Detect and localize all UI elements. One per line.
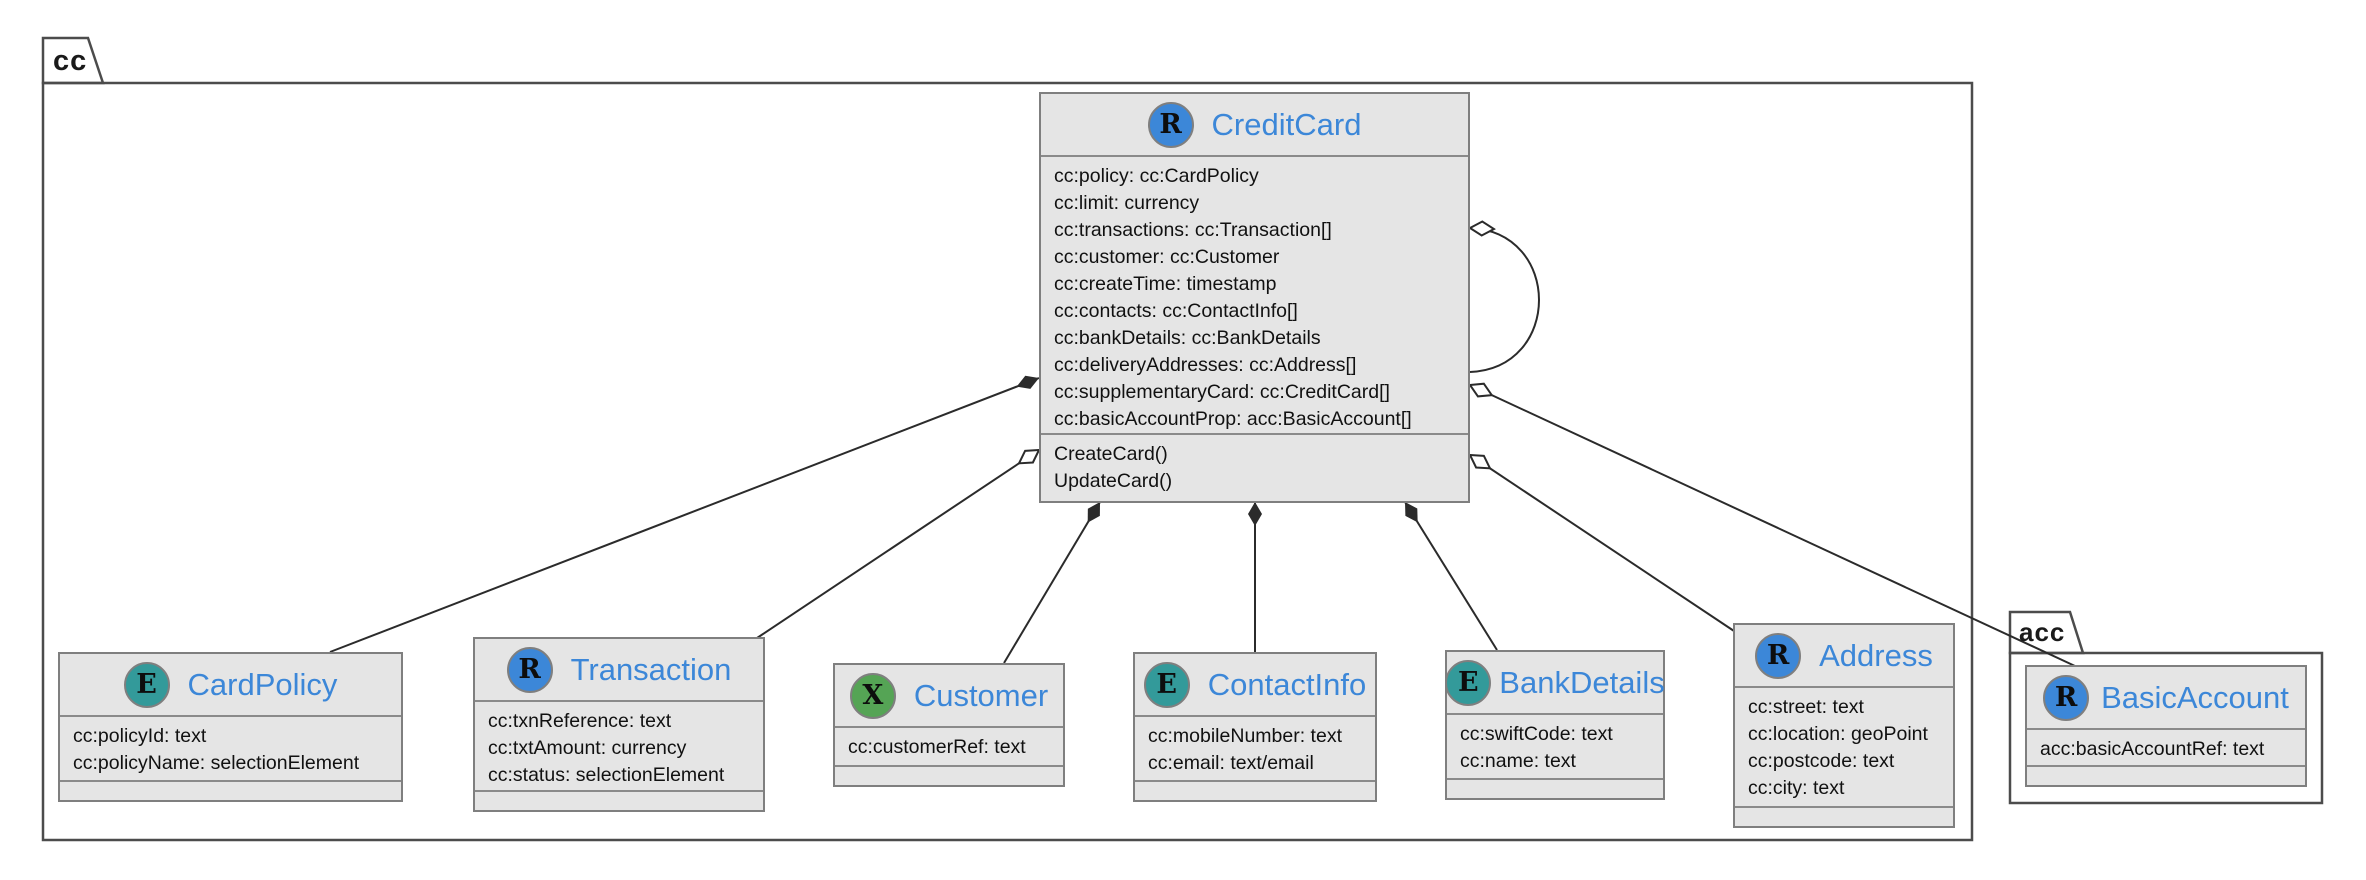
attribute: cc:email: text/email	[1148, 752, 1314, 774]
class-name: CreditCard	[1211, 106, 1362, 142]
class-creditcard-title: R CreditCard	[1041, 94, 1468, 155]
empty-methods-section	[1735, 806, 1953, 826]
stereotype-r-icon: R	[1147, 101, 1194, 148]
edge-creditcard-self-loop[interactable]	[1470, 228, 1540, 373]
attribute: cc:policyId: text	[73, 725, 207, 747]
class-name: BasicAccount	[2101, 679, 2289, 715]
package-acc-label: acc	[2019, 617, 2066, 647]
method: CreateCard()	[1054, 443, 1168, 465]
empty-methods-section	[60, 780, 401, 800]
class-basicaccount-title: R BasicAccount	[2027, 667, 2305, 728]
stereotype-e-icon: E	[1445, 659, 1492, 706]
attribute: cc:limit: currency	[1054, 192, 1200, 214]
class-bankdetails[interactable]: E BankDetails cc:swiftCode: text cc:name…	[1445, 650, 1665, 800]
attribute: cc:bankDetails: cc:BankDetails	[1054, 327, 1321, 349]
method-list: CreateCard() UpdateCard()	[1041, 433, 1468, 505]
class-name: Transaction	[570, 651, 732, 687]
edge-creditcard-bankdetails[interactable]	[1404, 501, 1498, 651]
class-bankdetails-title: E BankDetails	[1445, 652, 1665, 713]
attribute-list: acc:basicAccountRef: text	[2027, 728, 2305, 765]
attribute: cc:contacts: cc:ContactInfo[]	[1054, 300, 1298, 322]
attribute: cc:postcode: text	[1748, 750, 1895, 772]
class-name: CardPolicy	[187, 666, 338, 702]
stereotype-r-icon: R	[506, 646, 553, 693]
edge-creditcard-cardpolicy[interactable]	[329, 375, 1040, 653]
attribute: cc:swiftCode: text	[1460, 723, 1613, 745]
package-cc-label: cc	[53, 45, 88, 77]
class-name: Customer	[913, 677, 1049, 713]
attribute: cc:deliveryAddresses: cc:Address[]	[1054, 354, 1357, 376]
attribute: cc:street: text	[1748, 696, 1864, 718]
edge-creditcard-basicaccount[interactable]	[1470, 385, 2076, 667]
class-name: ContactInfo	[1207, 666, 1367, 702]
package-cc-body	[41, 81, 1974, 842]
attribute: acc:basicAccountRef: text	[2040, 738, 2265, 760]
attribute-list: cc:customerRef: text	[835, 726, 1063, 765]
attribute: cc:customer: cc:Customer	[1054, 246, 1280, 268]
method: UpdateCard()	[1054, 470, 1173, 492]
edge-creditcard-customer[interactable]	[1003, 501, 1101, 664]
class-address-title: R Address	[1735, 625, 1953, 686]
stereotype-r-icon: R	[1755, 632, 1802, 679]
attribute: cc:name: text	[1460, 750, 1576, 772]
attribute-list: cc:policyId: text cc:policyName: selecti…	[60, 715, 401, 780]
class-contactinfo-title: E ContactInfo	[1135, 654, 1375, 715]
class-address[interactable]: R Address cc:street: text cc:location: g…	[1733, 623, 1955, 828]
stereotype-r-icon: R	[2043, 674, 2090, 721]
class-cardpolicy[interactable]: E CardPolicy cc:policyId: text cc:policy…	[58, 652, 403, 802]
class-basicaccount[interactable]: R BasicAccount acc:basicAccountRef: text	[2025, 665, 2307, 787]
class-name: Address	[1819, 637, 1933, 673]
attribute: cc:createTime: timestamp	[1054, 273, 1277, 295]
attribute-list: cc:swiftCode: text cc:name: text	[1447, 713, 1663, 778]
attribute: cc:supplementaryCard: cc:CreditCard[]	[1054, 381, 1390, 403]
stereotype-e-icon: E	[1143, 661, 1190, 708]
empty-methods-section	[835, 765, 1063, 785]
attribute: cc:basicAccountProp: acc:BasicAccount[]	[1054, 408, 1412, 430]
class-name: BankDetails	[1499, 664, 1665, 700]
class-transaction-title: R Transaction	[475, 639, 763, 700]
attribute: cc:location: geoPoint	[1748, 723, 1928, 745]
attribute: cc:txtAmount: currency	[488, 737, 687, 759]
attribute: cc:customerRef: text	[848, 736, 1026, 758]
attribute-list: cc:policy: cc:CardPolicy cc:limit: curre…	[1041, 155, 1468, 433]
class-customer[interactable]: X Customer cc:customerRef: text	[833, 663, 1065, 787]
attribute-list: cc:mobileNumber: text cc:email: text/ema…	[1135, 715, 1375, 780]
class-creditcard[interactable]: R CreditCard cc:policy: cc:CardPolicy cc…	[1039, 92, 1470, 503]
attribute-list: cc:street: text cc:location: geoPoint cc…	[1735, 686, 1953, 806]
empty-methods-section	[2027, 765, 2305, 785]
empty-methods-section	[1447, 778, 1663, 798]
edge-creditcard-transaction[interactable]	[756, 450, 1039, 639]
attribute: cc:policyName: selectionElement	[73, 752, 360, 774]
class-customer-title: X Customer	[835, 665, 1063, 726]
attribute: cc:city: text	[1748, 777, 1845, 799]
attribute: cc:mobileNumber: text	[1148, 725, 1342, 747]
stereotype-x-icon: X	[849, 672, 896, 719]
stereotype-e-icon: E	[123, 661, 170, 708]
attribute: cc:status: selectionElement	[488, 764, 725, 786]
attribute-list: cc:txnReference: text cc:txtAmount: curr…	[475, 700, 763, 790]
edge-creditcard-address[interactable]	[1470, 455, 1735, 632]
class-transaction[interactable]: R Transaction cc:txnReference: text cc:t…	[473, 637, 765, 812]
attribute: cc:txnReference: text	[488, 710, 672, 732]
class-contactinfo[interactable]: E ContactInfo cc:mobileNumber: text cc:e…	[1133, 652, 1377, 802]
attribute: cc:policy: cc:CardPolicy	[1054, 165, 1259, 187]
class-cardpolicy-title: E CardPolicy	[60, 654, 401, 715]
empty-methods-section	[1135, 780, 1375, 800]
empty-methods-section	[475, 790, 763, 810]
package-acc-body	[2008, 651, 2324, 805]
attribute: cc:transactions: cc:Transaction[]	[1054, 219, 1332, 241]
